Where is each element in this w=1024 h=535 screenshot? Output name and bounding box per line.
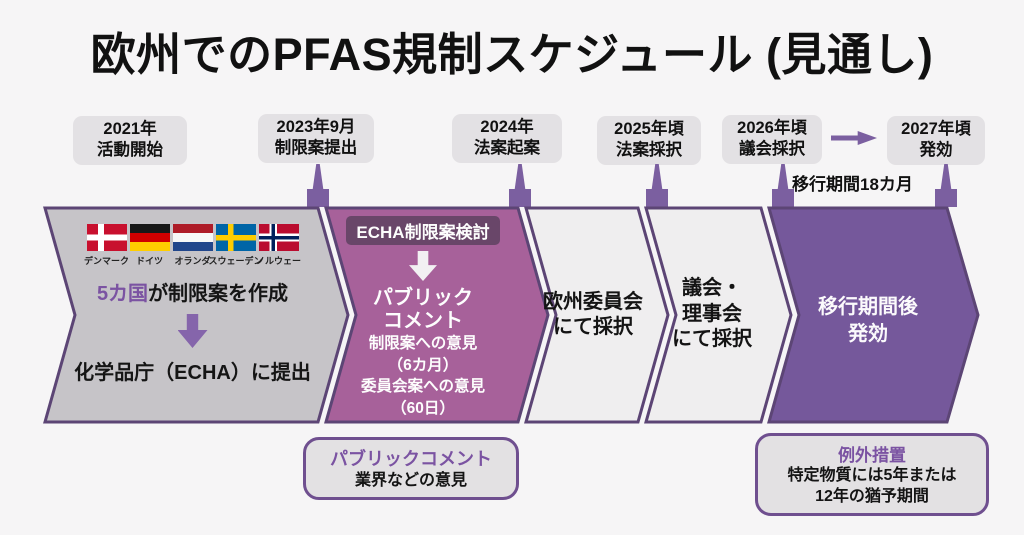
process-chevron-band: [43, 206, 980, 424]
public-comment-title-line1: パブリック: [373, 287, 473, 309]
stage2-content: ECHA制限案検討 パブリック コメント 制限案への意見 （6カ月） 委員会案へ…: [327, 216, 519, 419]
milestone-event: 発効: [919, 141, 953, 160]
public-comment-detail: 委員会案への意見: [360, 378, 485, 396]
milestone-year: 2021年: [103, 120, 157, 138]
headline-rest: が制限案を作成: [148, 283, 289, 305]
stage1-submit-text: 化学品庁（ECHA）に提出: [74, 362, 311, 384]
stage4-content: 議会・ 理事会 にて採択: [642, 276, 782, 353]
timeline-pin-icon: [935, 164, 957, 207]
milestone-2027: 2027年頃 発効: [887, 116, 985, 165]
stage4-chevron: [644, 206, 793, 424]
norway-flag-icon: [258, 224, 299, 251]
sweden-flag-icon: [215, 224, 256, 251]
timeline-pin-icon: [307, 164, 329, 207]
public-comment-detail: 制限案への意見: [368, 335, 478, 353]
denmark-flag-icon: [86, 224, 127, 251]
stage3-line2: にて採択: [553, 316, 633, 338]
stage3-content: 欧州委員会 にて採択: [523, 290, 663, 340]
milestone-year: 2027年頃: [901, 120, 971, 138]
exception-note: 例外措置 特定物質には5年または 12年の猶予期間: [755, 433, 989, 516]
note-body: 業界などの意見: [354, 472, 467, 489]
timeline-pin-icon: [509, 164, 531, 207]
milestone-event: 活動開始: [97, 141, 163, 160]
country-label: ノルウェー: [256, 256, 302, 266]
stage4-line1: 議会・: [682, 277, 742, 299]
timeline-pin-icon: [772, 164, 794, 207]
milestone-year: 2025年頃: [614, 120, 684, 138]
stage5-chevron: [767, 206, 980, 424]
country-flag-labels: デンマーク ドイツ オランダ スウェーデン ノルウェー: [84, 254, 302, 267]
note-title: パブリックコメント: [330, 449, 492, 469]
public-comment-title-line2: コメント: [383, 310, 463, 333]
down-arrow-icon: [177, 314, 208, 348]
milestone-2021: 2021年 活動開始: [73, 116, 187, 165]
stage1-headline: 5カ国が制限案を作成: [97, 277, 288, 306]
stage5-line1: 移行期間後: [818, 296, 918, 318]
note-body: 12年の猶予期間: [815, 487, 929, 505]
milestone-event: 議会採択: [739, 140, 805, 159]
echa-review-badge: ECHA制限案検討: [346, 216, 500, 245]
milestone-2026: 2026年頃 議会採択: [722, 115, 822, 164]
stage4-line2: 理事会: [682, 302, 742, 325]
germany-flag-icon: [129, 224, 170, 251]
netherlands-flag-icon: [172, 224, 213, 251]
stage4-line3: にて採択: [672, 328, 752, 351]
right-arrow-icon: [831, 131, 877, 145]
note-body: 特定物質には5年または: [787, 467, 957, 484]
milestone-year: 2023年9月: [276, 118, 356, 136]
transition-period-note: 移行期間18カ月: [792, 175, 913, 194]
page-title: 欧州でのPFAS規制スケジュール (見通し): [90, 29, 934, 80]
public-comment-note: パブリックコメント 業界などの意見: [303, 437, 519, 500]
headline-highlight: 5カ国: [96, 283, 149, 305]
milestone-event: 制限案提出: [274, 139, 358, 158]
country-label: オランダ: [174, 256, 211, 266]
milestone-2023: 2023年9月 制限案提出: [258, 114, 374, 163]
public-comment-detail: （60日）: [391, 399, 455, 417]
country-label: ドイツ: [135, 256, 163, 266]
milestone-2024: 2024年 法案起案: [452, 114, 562, 163]
milestone-event: 法案採択: [616, 141, 682, 160]
milestone-year: 2024年: [480, 118, 534, 136]
stage5-line2: 発効: [848, 323, 888, 345]
stage3-chevron: [524, 206, 670, 424]
stage1-content: デンマーク ドイツ オランダ スウェーデン ノルウェー 5カ国が制限案を作成 化…: [50, 224, 335, 385]
stage2-chevron: [324, 206, 550, 424]
country-label: スウェーデン: [208, 256, 263, 266]
country-label: デンマーク: [84, 256, 130, 266]
down-arrow-icon: [409, 251, 437, 281]
public-comment-detail: （6カ月）: [387, 356, 459, 374]
milestone-year: 2026年頃: [737, 119, 807, 137]
stage5-content: 移行期間後 発効: [788, 294, 948, 348]
country-flags: [86, 224, 299, 251]
milestone-event: 法案起案: [474, 139, 540, 158]
stage3-line1: 欧州委員会: [543, 291, 643, 313]
timeline-pin-icon: [646, 164, 668, 207]
note-title: 例外措置: [838, 446, 906, 465]
milestone-2025: 2025年頃 法案採択: [597, 116, 701, 165]
